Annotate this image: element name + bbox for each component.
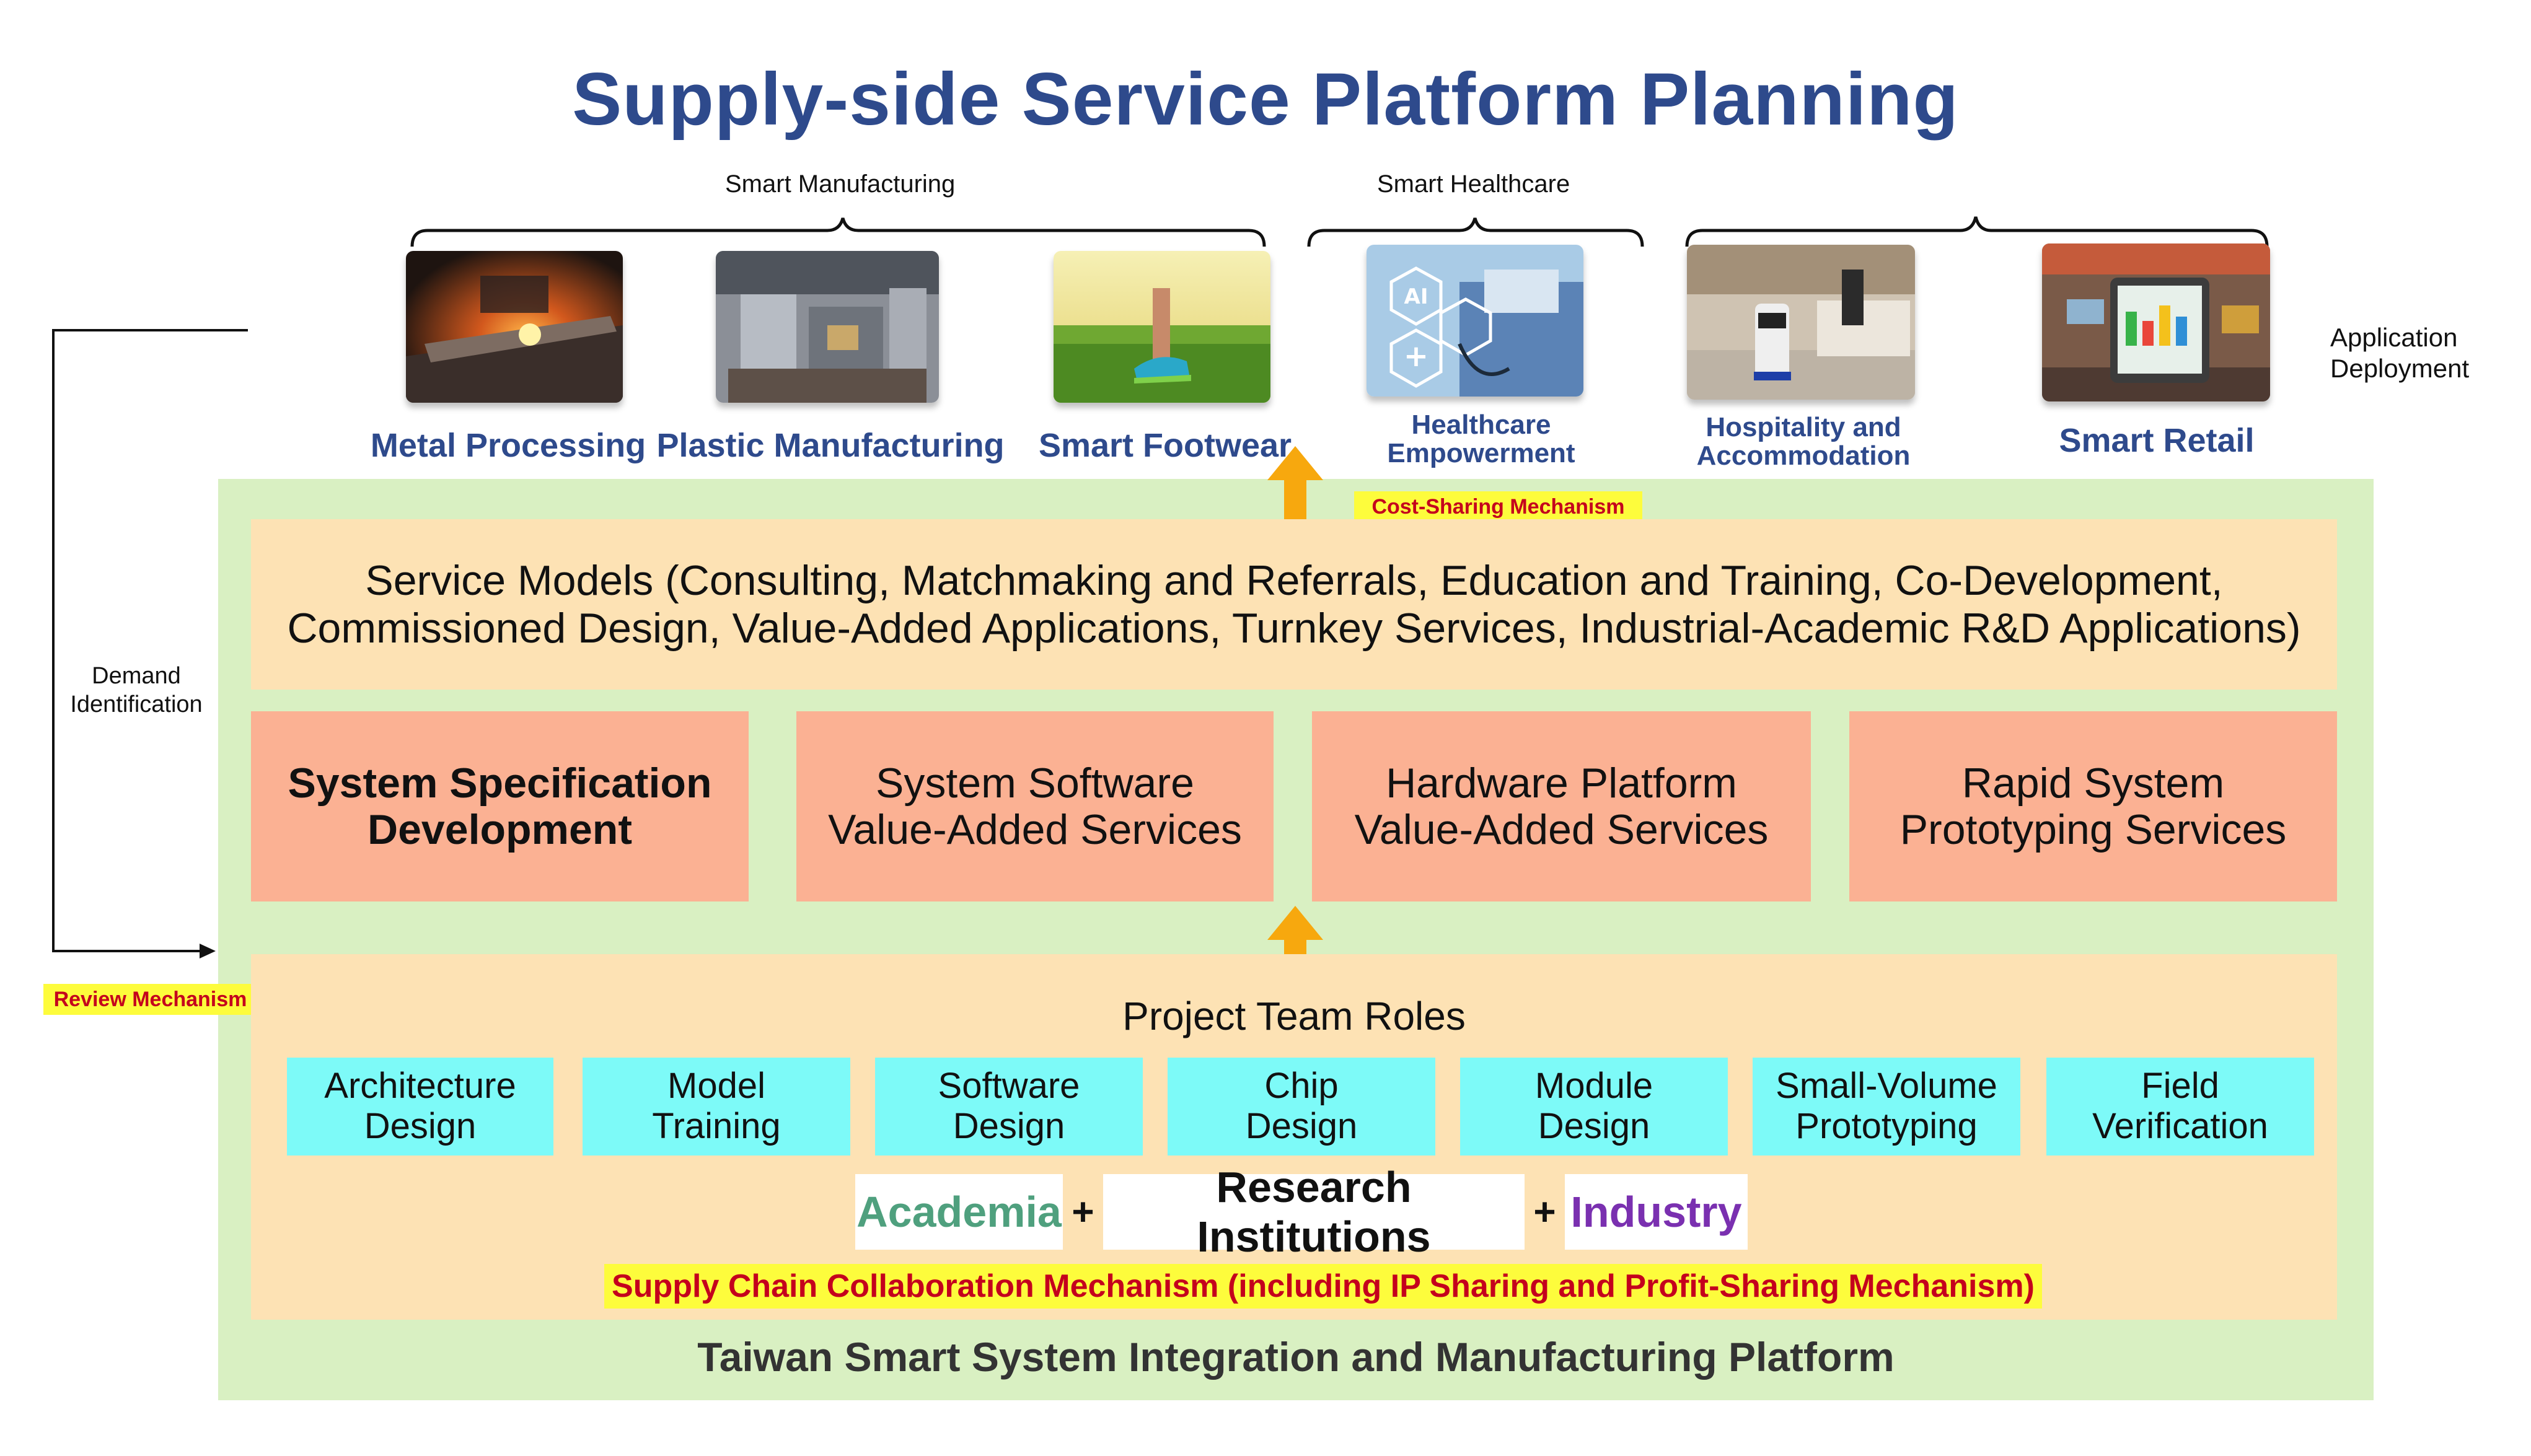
- healthcare-photo: AI +: [1367, 245, 1583, 397]
- group-label-smart-manufacturing: Smart Manufacturing: [725, 170, 956, 198]
- service-hardware-platform: Hardware Platform Value-Added Services: [1312, 711, 1811, 901]
- app-label-plastic-manufacturing: Plastic Manufacturing: [656, 426, 1005, 464]
- project-team-title: Project Team Roles: [1122, 994, 1466, 1038]
- service-rapid-prototyping: Rapid System Prototyping Services: [1849, 711, 2337, 901]
- plus-sign: +: [1072, 1190, 1094, 1234]
- group-label-smart-healthcare: Smart Healthcare: [1377, 170, 1570, 198]
- review-mechanism-label: Review Mechanism: [43, 984, 257, 1015]
- demand-identification-label: Demand Identification: [70, 663, 203, 717]
- app-label-smart-footwear: Smart Footwear: [1038, 426, 1292, 464]
- plastic-manufacturing-photo: [716, 251, 939, 403]
- supply-chain-mechanism-label: Supply Chain Collaboration Mechanism (in…: [604, 1264, 2042, 1309]
- plus-sign: +: [1533, 1190, 1556, 1234]
- metal-processing-photo: [406, 251, 623, 403]
- svg-text:AI: AI: [1404, 284, 1428, 309]
- app-label-hospitality-accommodation: Hospitality and Accommodation: [1696, 411, 1911, 471]
- brace-smart-healthcare: [1307, 217, 1644, 247]
- application-deployment-label: Application Deployment: [2330, 323, 2470, 384]
- brace-hospitality-retail: [1685, 216, 2269, 247]
- smart-retail-photo: [2042, 243, 2270, 401]
- demand-loop-arrow: [52, 329, 248, 958]
- up-arrow-to-applications: [1267, 446, 1323, 519]
- service-models-box: Service Models (Consulting, Matchmaking …: [251, 519, 2337, 690]
- app-label-metal-processing: Metal Processing: [370, 426, 646, 464]
- research-institutions-label: Research Institutions: [1103, 1163, 1525, 1261]
- page-title: Supply-side Service Platform Planning: [572, 58, 1959, 141]
- brace-smart-manufacturing: [410, 217, 1266, 247]
- app-label-smart-retail: Smart Retail: [2059, 421, 2255, 459]
- academia-label: Academia: [855, 1174, 1063, 1250]
- cost-sharing-label: Cost-Sharing Mechanism: [1354, 491, 1642, 522]
- service-system-specification: System Specification Development: [251, 711, 749, 901]
- svg-text:+: +: [1404, 339, 1428, 374]
- service-system-software: System Software Value-Added Services: [796, 711, 1274, 901]
- group-braces: [410, 216, 2269, 247]
- platform-name: Taiwan Smart System Integration and Manu…: [697, 1334, 1895, 1380]
- hospitality-photo: [1687, 245, 1915, 400]
- industry-label: Industry: [1565, 1174, 1748, 1250]
- up-arrow-to-services: [1267, 906, 1323, 979]
- app-label-healthcare-empowerment: Healthcare Empowerment: [1387, 409, 1575, 468]
- smart-footwear-photo: [1054, 251, 1270, 403]
